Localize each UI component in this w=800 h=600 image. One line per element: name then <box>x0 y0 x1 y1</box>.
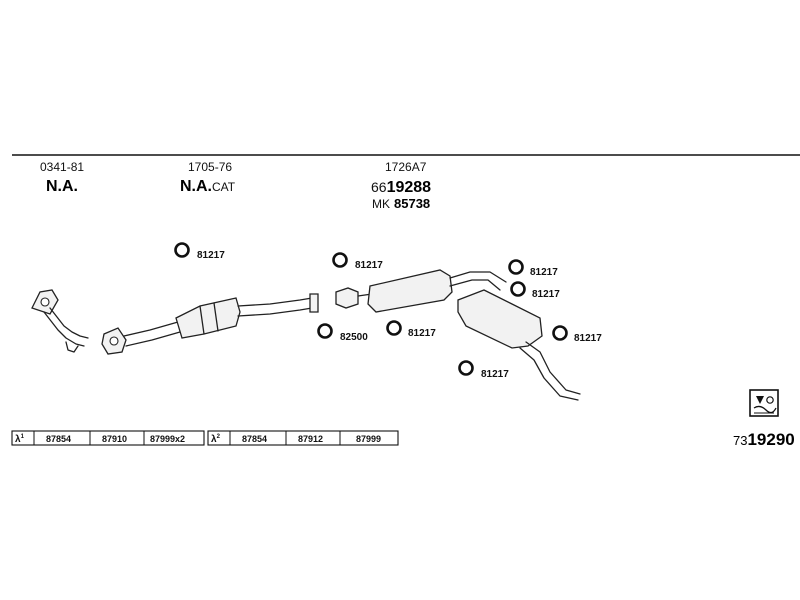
header-name-2: N.A. <box>180 178 212 195</box>
header-number-3: 19288 <box>387 179 432 196</box>
joint-flange <box>335 287 359 309</box>
part-callouts: 81217 81217 81217 81217 82500 81217 8121… <box>174 242 602 380</box>
lambda1-cell-2: 87910 <box>102 434 127 444</box>
center-silencer <box>367 269 453 313</box>
ring-7 <box>552 325 568 341</box>
header-group-2: 1705-76 N.A.CAT <box>180 160 236 195</box>
cat-outlet-flange <box>309 293 319 313</box>
lambda2-cell-3: 87999 <box>356 434 381 444</box>
ring-2 <box>332 252 348 268</box>
system-number-prefix: 73 <box>733 433 747 448</box>
svg-text:λ2: λ2 <box>211 434 221 445</box>
front-pipe <box>31 289 89 353</box>
header-suffix-2: CAT <box>212 180 236 194</box>
part-label-6: 81217 <box>408 328 436 339</box>
system-number: 7319290 <box>733 430 795 449</box>
lambda-index-1: 1 <box>21 434 25 440</box>
mk-number: 85738 <box>394 196 430 211</box>
ring-3 <box>508 259 524 275</box>
header-code-3: 1726A7 <box>385 160 427 174</box>
part-label-1: 81217 <box>197 250 225 261</box>
part-label-3: 81217 <box>530 267 558 278</box>
system-number-main: 19290 <box>747 430 794 449</box>
ring-1 <box>174 242 190 258</box>
lambda-table-2: λ2 87854 87912 87999 <box>207 430 399 446</box>
mk-label: MK <box>372 197 390 211</box>
lambda1-cell-1: 87854 <box>46 434 71 444</box>
svg-text:6619288: 6619288 <box>371 179 431 196</box>
part-label-8: 81217 <box>481 369 509 380</box>
svg-text:N.A.CAT: N.A.CAT <box>180 178 236 195</box>
header-group-1: 0341-81 N.A. <box>40 160 84 195</box>
header-group-3: 1726A7 6619288 MK 85738 <box>371 160 431 211</box>
lambda2-cell-2: 87912 <box>298 434 323 444</box>
rear-section <box>335 269 581 401</box>
header-prefix-3: 66 <box>371 179 387 195</box>
header-code-2: 1705-76 <box>188 160 232 174</box>
part-label-5: 82500 <box>340 332 368 343</box>
ring-4 <box>510 281 526 297</box>
ring-5 <box>317 323 333 339</box>
lambda2-cell-1: 87854 <box>242 434 267 444</box>
lambda-index-2: 2 <box>217 434 221 440</box>
lambda-symbol-1: λ <box>15 434 21 445</box>
instruction-sheet-icon <box>749 389 779 417</box>
lambda-table-1: λ1 87854 87910 87999x2 <box>11 430 205 446</box>
part-label-2: 81217 <box>355 260 383 271</box>
lambda1-cell-3: 87999x2 <box>150 434 185 444</box>
catalytic-converter-section <box>101 293 319 355</box>
header-code-1: 0341-81 <box>40 160 84 174</box>
part-label-7: 81217 <box>574 333 602 344</box>
ring-8 <box>458 360 474 376</box>
svg-text:λ1: λ1 <box>15 434 25 445</box>
rear-silencer <box>457 289 543 349</box>
catalytic-converter <box>175 297 241 339</box>
lambda-symbol-2: λ <box>211 434 217 445</box>
ring-6 <box>386 320 402 336</box>
part-label-4: 81217 <box>532 289 560 300</box>
header-name-1: N.A. <box>46 178 78 195</box>
